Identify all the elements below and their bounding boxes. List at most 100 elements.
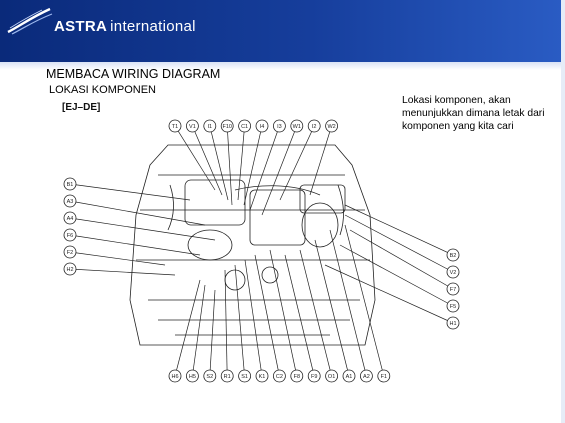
brand-name: ASTRA	[54, 18, 108, 35]
connector-f10: F10	[220, 119, 234, 206]
connector-bubble	[446, 282, 460, 296]
connector-bubble	[446, 299, 460, 313]
connector-label: V1	[189, 124, 196, 130]
leader-line	[261, 125, 298, 216]
connector-h2: H2	[63, 262, 176, 276]
connector-bubble	[185, 119, 199, 133]
connector-label: K1	[259, 374, 266, 380]
connector-o1: O1	[299, 249, 339, 383]
connector-label: H2	[66, 267, 73, 273]
leader-line	[243, 125, 263, 206]
slide-subtitle: LOKASI KOMPONEN	[49, 84, 156, 96]
leader-line	[69, 251, 166, 266]
leader-line	[284, 254, 315, 377]
connector-bubble	[63, 211, 77, 225]
connector-label: H5	[189, 374, 196, 380]
connector-f1: F1	[344, 224, 391, 383]
connector-bubble	[203, 119, 217, 133]
connector-b2: B2	[344, 204, 460, 262]
leader-line	[324, 264, 454, 324]
connector-bubble	[307, 119, 321, 133]
connector-w1: W1	[261, 119, 304, 216]
leader-line	[249, 125, 280, 211]
connector-c1: C1	[237, 119, 252, 201]
connector-label: A4	[67, 216, 74, 222]
connector-label: F8	[294, 374, 300, 380]
header-divider	[0, 62, 565, 70]
leader-line	[234, 264, 245, 377]
header-bar	[0, 0, 565, 62]
leader-line	[69, 217, 216, 241]
connector-i1: I1	[203, 119, 229, 201]
leader-line	[344, 214, 454, 273]
connector-label: V2	[450, 270, 457, 276]
connector-label: S2	[206, 374, 213, 380]
leader-line	[309, 125, 332, 196]
connector-bubble	[63, 228, 77, 242]
leader-line	[224, 269, 228, 377]
connector-label: F5	[450, 304, 456, 310]
leader-line	[209, 289, 216, 377]
leader-line	[254, 254, 280, 377]
connector-label: F9	[311, 374, 317, 380]
connector-label: B1	[67, 182, 74, 188]
leader-line	[349, 229, 454, 290]
connector-h5: H5	[185, 284, 206, 383]
leader-line	[192, 284, 206, 377]
connector-r1: R1	[220, 269, 234, 383]
connector-label: R1	[224, 374, 231, 380]
connector-t1: T1	[168, 119, 216, 191]
connector-label: I1	[208, 124, 213, 130]
connector-label: O1	[328, 374, 335, 380]
connector-w2: W2	[309, 119, 339, 196]
connector-bubble	[272, 369, 286, 383]
connector-f7: F7	[349, 229, 460, 296]
connector-bubble	[255, 119, 269, 133]
connector-label: S1	[241, 374, 248, 380]
connector-i3: I3	[249, 119, 286, 211]
connector-label: T1	[172, 124, 178, 130]
connector-v1: V1	[185, 119, 223, 196]
leader-line	[174, 125, 216, 191]
leader-line	[192, 125, 223, 196]
connector-label: F6	[67, 233, 73, 239]
connector-v2: V2	[344, 214, 460, 279]
connector-label: W2	[327, 124, 335, 130]
connector-bubble	[290, 119, 304, 133]
connector-bubble	[63, 245, 77, 259]
connector-label: I4	[260, 124, 265, 130]
connector-bubble	[359, 369, 373, 383]
connector-label: F7	[450, 287, 456, 293]
leader-line	[299, 249, 332, 377]
leader-line	[314, 239, 350, 377]
connector-label: I2	[312, 124, 317, 130]
connector-bubble	[168, 119, 182, 133]
connector-bubble	[325, 369, 339, 383]
leader-line	[269, 249, 298, 377]
connector-label: F10	[222, 124, 231, 130]
connector-bubble	[238, 369, 252, 383]
connector-f8: F8	[269, 249, 304, 383]
connector-h1: H1	[324, 264, 460, 330]
connector-f6: F6	[63, 228, 201, 256]
leader-line	[237, 125, 245, 201]
connector-bubble	[203, 369, 217, 383]
connector-bubble	[377, 369, 391, 383]
leader-line	[174, 279, 201, 377]
connector-label: B2	[450, 253, 457, 259]
connector-c2: C2	[254, 254, 286, 383]
leader-line	[244, 259, 263, 377]
connector-i4: I4	[243, 119, 269, 206]
connector-f9: F9	[284, 254, 321, 383]
slide-title: MEMBACA WIRING DIAGRAM	[46, 67, 221, 81]
connector-bubble	[168, 369, 182, 383]
connector-bubble	[290, 369, 304, 383]
connector-label: I3	[277, 124, 282, 130]
model-code: [EJ–DE]	[62, 102, 101, 113]
leader-line	[329, 229, 367, 377]
connector-bubble	[220, 119, 234, 133]
connector-f2: F2	[63, 245, 166, 266]
connector-f5: F5	[339, 244, 460, 313]
